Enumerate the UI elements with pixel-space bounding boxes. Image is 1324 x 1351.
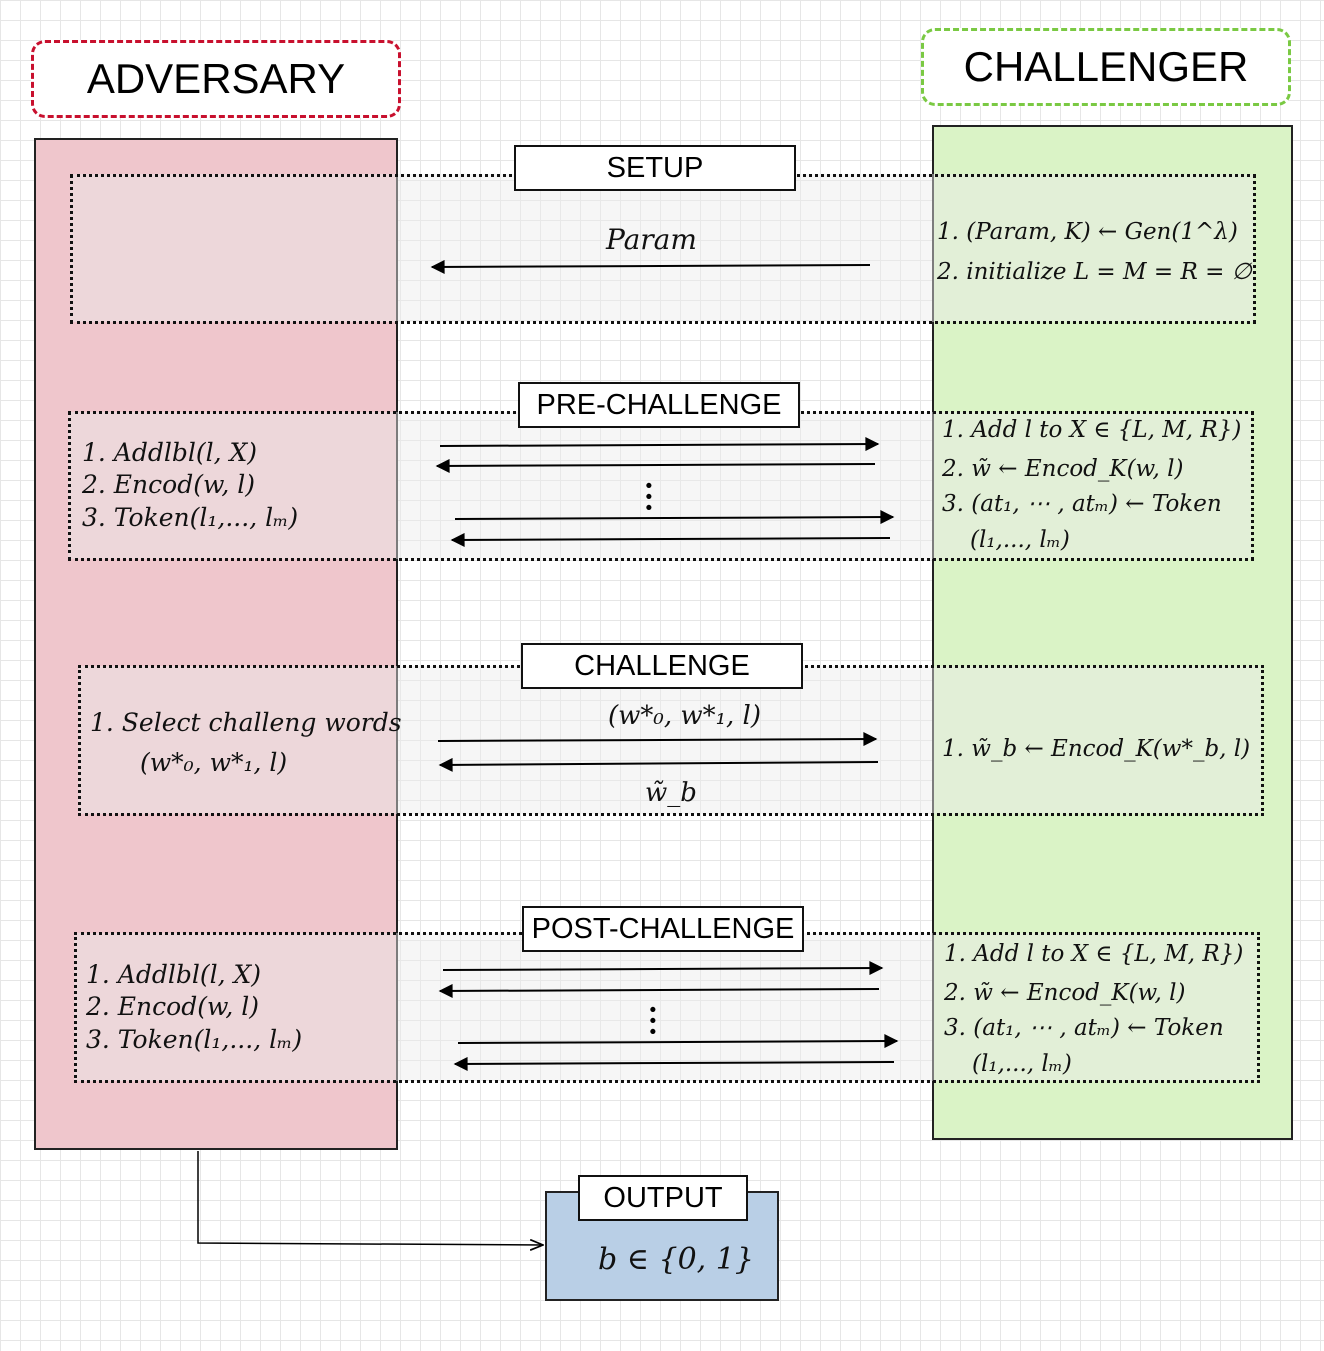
setup-band bbox=[70, 174, 1254, 322]
setup-challenger-step-1: 1. (Param, K) ← Gen(1^λ) bbox=[937, 219, 1238, 245]
post-arrow-1 bbox=[442, 961, 884, 976]
adversary-column bbox=[34, 138, 398, 1150]
challenge-label-text: CHALLENGE bbox=[574, 649, 750, 682]
post-arrow-3 bbox=[457, 1034, 899, 1049]
pre-challenge-label-text: PRE-CHALLENGE bbox=[536, 388, 782, 421]
output-value: b ∈ {0, 1} bbox=[598, 1242, 754, 1277]
challenge-label: CHALLENGE bbox=[521, 643, 803, 689]
pre-adversary-step-1: 1. Addlbl(l, X) bbox=[82, 438, 258, 467]
pre-arrow-3 bbox=[454, 510, 895, 525]
adversary-title-text: ADVERSARY bbox=[86, 55, 346, 102]
pre-challenger-step-1: 1. Add l to X ∈ {L, M, R}) bbox=[942, 417, 1242, 443]
challenge-adversary-step-1b: (w*₀, w*₁, l) bbox=[140, 748, 288, 777]
post-adversary-step-3: 3. Token(l₁,..., lₘ) bbox=[86, 1025, 303, 1054]
challenger-title-text: CHALLENGER bbox=[963, 43, 1249, 90]
pre-adversary-step-3: 3. Token(l₁,..., lₘ) bbox=[82, 503, 299, 532]
challenge-arrow-up-label: (w*₀, w*₁, l) bbox=[608, 701, 762, 731]
challenge-arrow-down-label: w̃_b bbox=[645, 778, 697, 808]
post-challenge-label: POST-CHALLENGE bbox=[522, 906, 804, 952]
setup-arrow bbox=[430, 259, 871, 274]
post-challenger-step-3b: (l₁,..., lₘ) bbox=[972, 1051, 1072, 1077]
post-challenge-label-text: POST-CHALLENGE bbox=[531, 912, 795, 945]
setup-label: SETUP bbox=[514, 145, 796, 191]
pre-challenger-step-3: 3. (at₁, ⋯ , atₘ) ← Token bbox=[942, 491, 1222, 517]
pre-arrow-2 bbox=[435, 458, 876, 473]
challenge-arrow-2 bbox=[438, 757, 879, 772]
challenger-column bbox=[932, 125, 1293, 1140]
challenge-challenger-step-1: 1. w̃_b ← Encod_K(w*_b, l) bbox=[942, 736, 1251, 762]
setup-challenger-step-2: 2. initialize L = M = R = ∅ bbox=[937, 259, 1252, 285]
pre-challenger-step-2: 2. w̃ ← Encod_K(w, l) bbox=[942, 456, 1184, 482]
pre-challenge-label: PRE-CHALLENGE bbox=[518, 382, 800, 428]
post-adversary-step-2: 2. Encod(w, l) bbox=[86, 992, 260, 1021]
post-ellipsis: ··· bbox=[648, 993, 658, 1048]
pre-arrow-1 bbox=[439, 437, 880, 452]
output-connector bbox=[197, 1151, 543, 1245]
post-challenge-band bbox=[74, 933, 1258, 1081]
output-label: OUTPUT bbox=[578, 1175, 748, 1221]
challenger-title: CHALLENGER bbox=[921, 28, 1291, 106]
challenge-arrow-1 bbox=[437, 732, 878, 747]
setup-arrow-label: Param bbox=[606, 223, 697, 256]
setup-label-text: SETUP bbox=[606, 151, 704, 184]
post-challenger-step-3: 3. (at₁, ⋯ , atₘ) ← Token bbox=[944, 1015, 1224, 1041]
pre-challenge-band bbox=[68, 412, 1252, 559]
post-challenger-step-2: 2. w̃ ← Encod_K(w, l) bbox=[944, 980, 1186, 1006]
pre-challenger-step-3b: (l₁,..., lₘ) bbox=[970, 527, 1070, 553]
challenge-adversary-step-1: 1. Select challeng words bbox=[90, 708, 402, 737]
post-adversary-step-1: 1. Addlbl(l, X) bbox=[86, 960, 262, 989]
pre-ellipsis: ··· bbox=[644, 469, 654, 524]
pre-adversary-step-2: 2. Encod(w, l) bbox=[82, 470, 256, 499]
post-arrow-4 bbox=[453, 1056, 895, 1071]
adversary-title: ADVERSARY bbox=[31, 40, 401, 118]
post-challenger-step-1: 1. Add l to X ∈ {L, M, R}) bbox=[944, 941, 1244, 967]
pre-arrow-4 bbox=[450, 532, 891, 547]
post-arrow-2 bbox=[438, 983, 880, 998]
output-label-text: OUTPUT bbox=[603, 1181, 723, 1214]
